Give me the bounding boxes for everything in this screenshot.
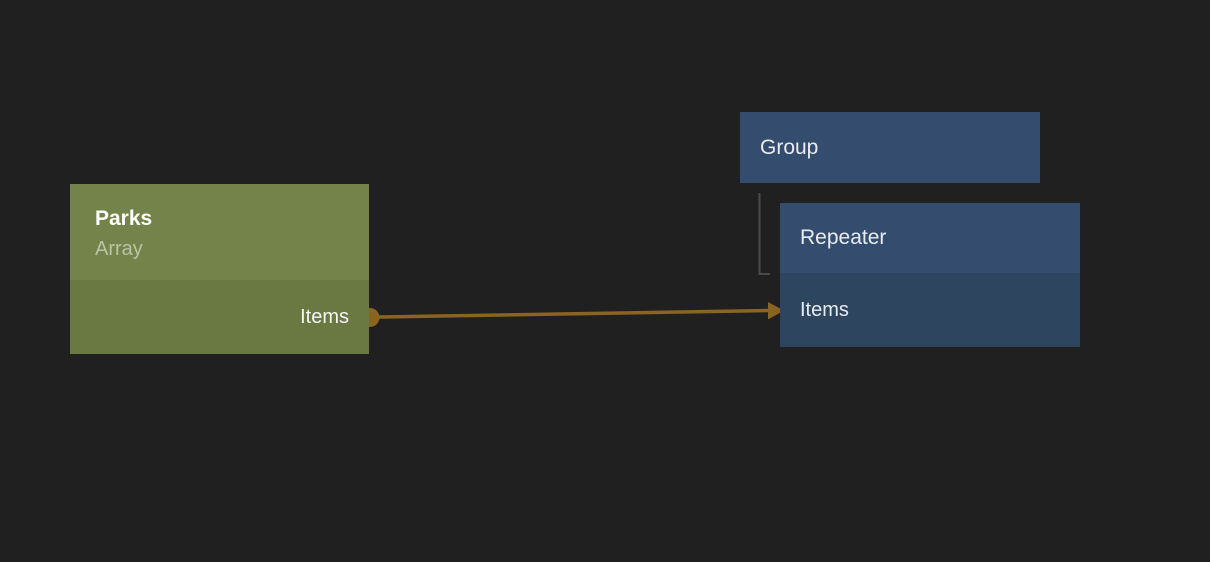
node-repeater[interactable]: Repeater Items [780,203,1080,347]
node-parks[interactable]: Parks Array Items [70,184,369,354]
node-group[interactable]: Group [740,112,1040,183]
connection-arrowhead-icon [768,302,784,320]
node-parks-items-port-row[interactable]: Items [70,280,369,354]
node-parks-items-port-label: Items [300,305,349,328]
group-repeater-hierarchy-link [758,193,770,275]
node-repeater-items-port-row[interactable]: Items [780,273,1080,347]
node-parks-title: Parks [95,207,153,230]
connection-wire[interactable] [377,308,773,319]
node-parks-subtitle: Array [95,238,143,260]
node-parks-header[interactable]: Parks Array [70,184,369,280]
node-repeater-items-port-label: Items [800,298,849,321]
node-repeater-header[interactable]: Repeater [780,203,1080,273]
node-repeater-title: Repeater [800,226,887,249]
node-group-title: Group [760,135,819,159]
